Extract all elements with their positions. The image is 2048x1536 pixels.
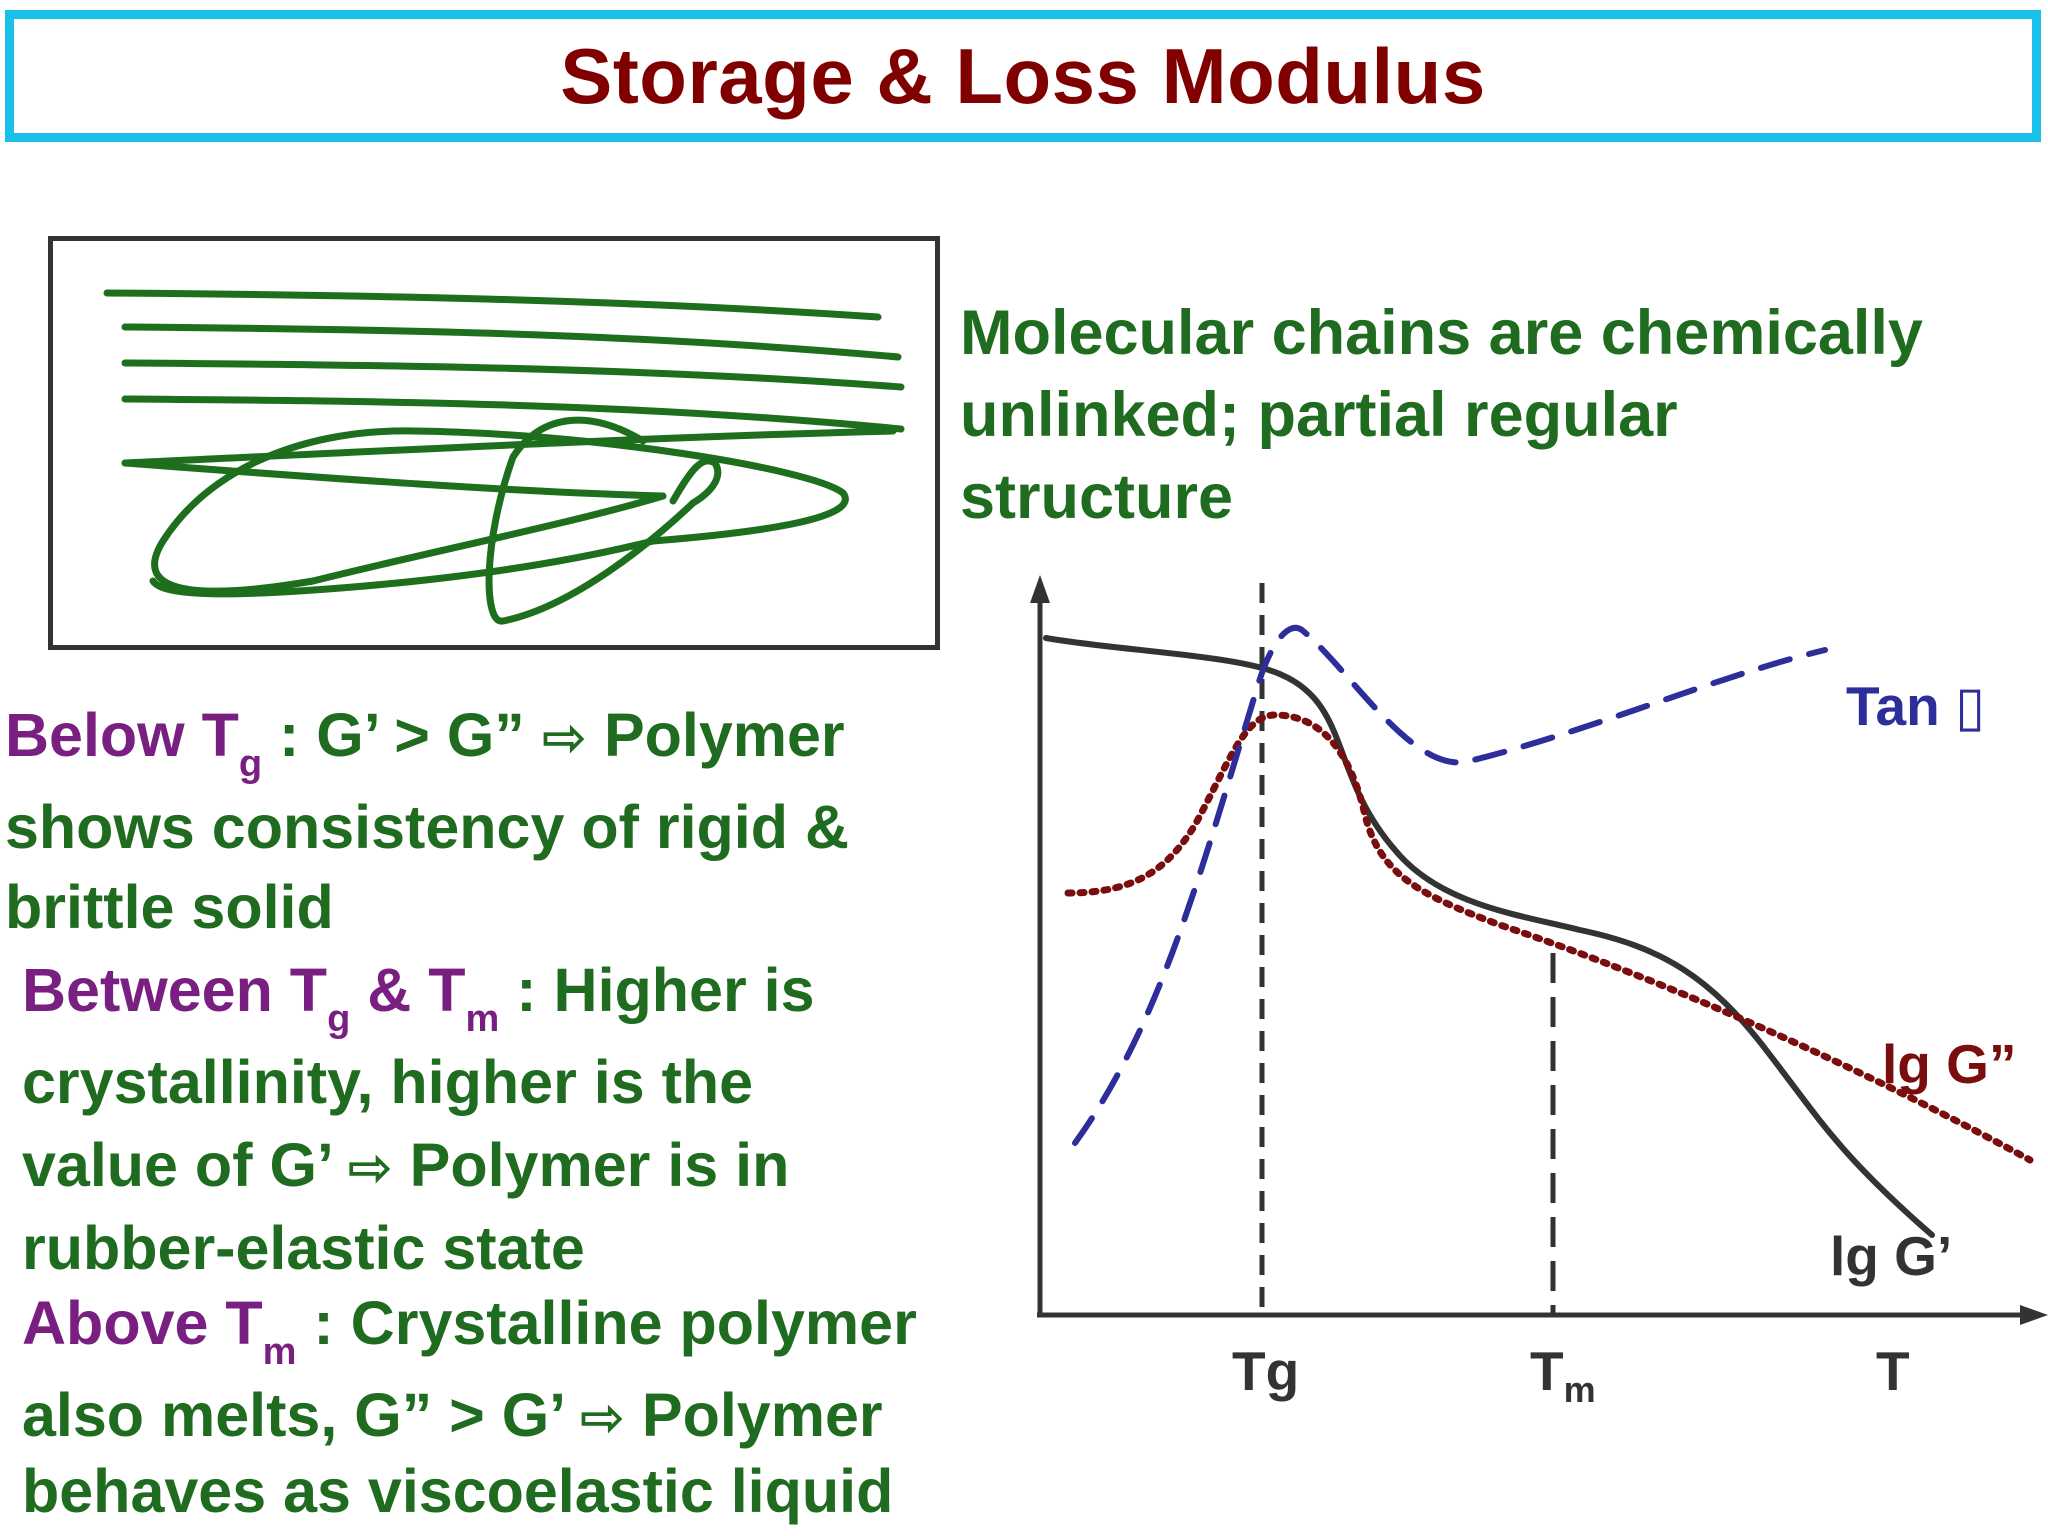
arrow-right-icon: ⇨	[541, 708, 587, 768]
chain-loop-2	[149, 537, 657, 598]
between-line-3: value of G’ ⇨ Polymer is in	[22, 1131, 790, 1199]
page-title: Storage & Loss Modulus	[560, 32, 1486, 120]
chain-line-4	[121, 395, 905, 433]
chain-loop-3	[485, 416, 697, 625]
chain-line-5	[121, 427, 897, 467]
above-line-3: behaves as viscoelastic liquid	[22, 1457, 894, 1525]
molecular-description-line-2: unlinked; partial regular	[960, 380, 1678, 450]
below-tg-line-3: brittle solid	[5, 873, 334, 941]
temperature-axis-label: T	[1876, 1340, 1910, 1402]
title-banner: Storage & Loss Modulus	[5, 10, 2041, 142]
axes	[1037, 593, 2040, 1318]
between-line-2: crystallinity, higher is the	[22, 1048, 754, 1116]
polymer-chains-drawing	[103, 289, 905, 625]
tm-tick-label: Tm	[1530, 1340, 1596, 1410]
modulus-temperature-diagram: Tan ▯ lg G” lg G’ Tg Tm T	[1030, 575, 2048, 1410]
arrow-right-icon: ⇨	[579, 1388, 625, 1448]
molecular-chains-illustration	[48, 236, 940, 650]
molecular-description-line-1: Molecular chains are chemically	[960, 298, 1923, 368]
molecular-description: Molecular chains are chemically unlinked…	[960, 292, 2040, 538]
above-line-2: also melts, G” > G’ ⇨ Polymer	[22, 1381, 883, 1449]
lg-g-double-prime-label: lg G”	[1882, 1033, 2016, 1095]
below-tg-line-1: Below Tg : G’ > G” ⇨ Polymer	[5, 701, 845, 785]
lg-g-prime-label: lg G’	[1830, 1225, 1952, 1287]
y-axis-arrowhead	[1030, 575, 1050, 603]
below-tg-label: Below Tg	[5, 701, 263, 785]
chain-loop-1	[121, 427, 849, 595]
tan-delta-label: Tan ▯	[1846, 675, 1985, 737]
tg-tick-label: Tg	[1232, 1340, 1299, 1402]
chain-line-3	[121, 359, 905, 391]
lg-g-loss-curve	[1064, 711, 2034, 1164]
between-line-4: rubber-elastic state	[22, 1214, 585, 1282]
below-tg-relation: G’ > G”	[316, 701, 525, 769]
below-tg-line-2: shows consistency of rigid &	[5, 793, 849, 861]
chain-line-1	[103, 289, 882, 321]
tm-tick-sub: m	[1564, 1369, 1596, 1410]
between-line-1: Between Tg & Tm : Higher is	[22, 956, 815, 1040]
tm-tick-main: T	[1530, 1340, 1564, 1402]
above-label: Above Tm	[22, 1289, 297, 1373]
x-axis-arrowhead	[2020, 1305, 2048, 1325]
between-label: Between Tg & Tm	[22, 956, 500, 1040]
chain-line-2	[121, 323, 902, 361]
tan-delta-curve	[1072, 625, 1828, 1146]
arrow-right-icon: ⇨	[347, 1138, 393, 1198]
above-line-1: Above Tm : Crystalline polymer	[22, 1289, 917, 1373]
chain-tail	[669, 457, 722, 507]
molecular-description-line-3: structure	[960, 462, 1234, 532]
